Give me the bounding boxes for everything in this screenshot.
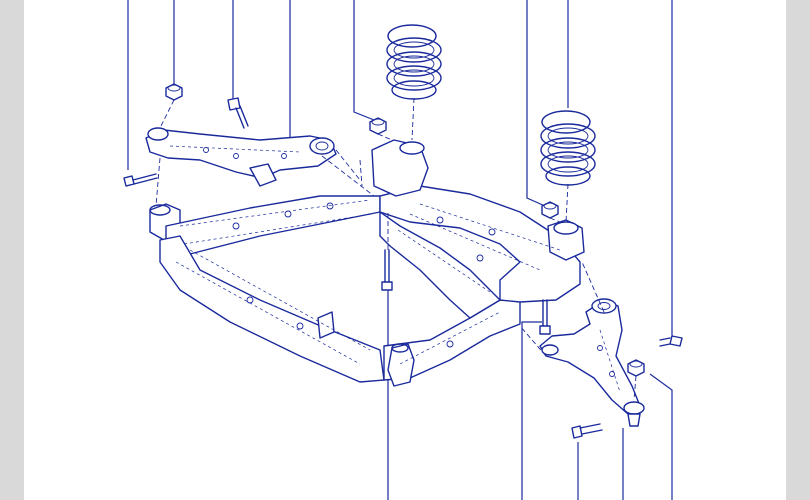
diagram-sheet: [24, 0, 786, 500]
arm-bolt-front-left: [123, 173, 158, 187]
ball-joint-nut-right: [627, 359, 645, 377]
front-subframe: [149, 139, 585, 387]
coil-spring-left: [386, 24, 442, 100]
lower-arm-left: [145, 127, 337, 187]
coil-spring-right: [540, 110, 596, 186]
callout-leaders: [127, 0, 673, 500]
subframe-bolt-right: [539, 299, 551, 335]
exploded-view-diagram: [123, 0, 683, 500]
arm-bolt-rear-right: [659, 335, 683, 347]
ball-joint-nut-left: [165, 83, 183, 101]
arm-bolt-front-right: [571, 423, 603, 439]
ball-joint-stud-right: [623, 401, 645, 427]
subframe-bolt: [381, 249, 393, 291]
strut-nut: [369, 117, 387, 135]
assembly-guides: [155, 97, 637, 401]
arm-bolt-rear-left: [227, 97, 249, 129]
strut-nut-right: [541, 201, 559, 219]
lower-arm-right: [539, 298, 641, 415]
